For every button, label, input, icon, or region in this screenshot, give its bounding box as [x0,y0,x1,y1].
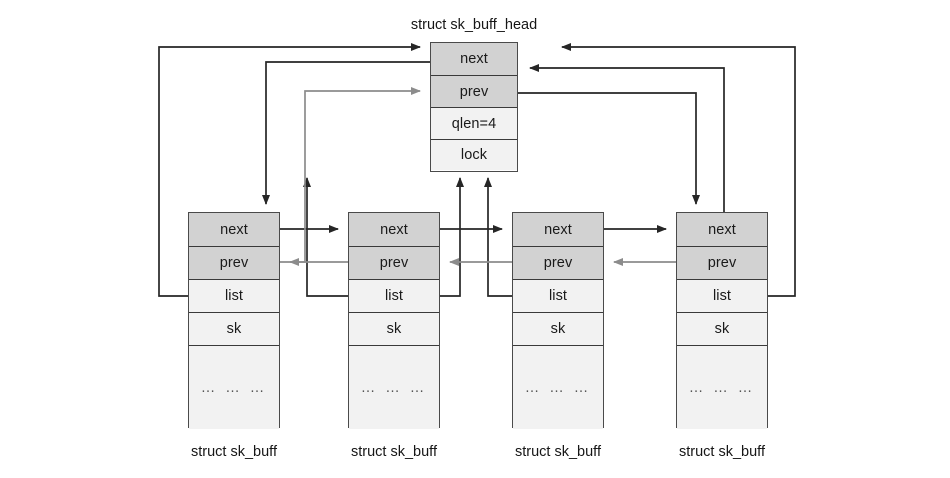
b3-field-sk[interactable]: sk [513,313,603,346]
b1-field-prev[interactable]: prev [189,247,279,280]
b4-field-next[interactable]: next [677,213,767,247]
wire-head-next-to-b1 [262,61,430,205]
b2-field-next[interactable]: next [349,213,439,247]
wire-head-prev-to-b4-next [518,92,700,205]
sk-buff-caption-1: struct sk_buff [191,444,277,460]
sk-buff-head-node: next prev qlen=4 lock [430,42,518,172]
sk-buff-caption-4: struct sk_buff [679,444,765,460]
wire-b4-next-up-to-head [529,64,725,212]
b2-field-prev[interactable]: prev [349,247,439,280]
head-field-qlen[interactable]: qlen=4 [431,108,517,140]
wire-b2-list-to-head-bottom [303,177,348,297]
head-field-prev[interactable]: prev [431,76,517,108]
sk-buff-node-3: next prev list sk … … … [512,212,604,429]
head-field-lock[interactable]: lock [431,140,517,170]
b1-field-sk[interactable]: sk [189,313,279,346]
wire-b1list-to-head-next [158,43,421,297]
b3-field-list[interactable]: list [513,280,603,313]
sk-buff-caption-3: struct sk_buff [515,444,601,460]
b2-field-ellipsis: … … … [349,346,439,429]
b4-field-prev[interactable]: prev [677,247,767,280]
sk-buff-node-4: next prev list sk … … … [676,212,768,429]
wire-b3-list-to-head-bottom [484,177,512,297]
head-field-next[interactable]: next [431,43,517,76]
sk-buff-node-1: next prev list sk … … … [188,212,280,429]
head-title: struct sk_buff_head [410,17,538,33]
b4-field-ellipsis: … … … [677,346,767,429]
sk-buff-caption-2: struct sk_buff [351,444,437,460]
b4-field-list[interactable]: list [677,280,767,313]
b2-field-list[interactable]: list [349,280,439,313]
b1-field-list[interactable]: list [189,280,279,313]
b3-field-ellipsis: … … … [513,346,603,429]
b1-field-ellipsis: … … … [189,346,279,429]
sk-buff-node-2: next prev list sk … … … [348,212,440,429]
b3-field-prev[interactable]: prev [513,247,603,280]
b2-field-sk[interactable]: sk [349,313,439,346]
b1-field-next[interactable]: next [189,213,279,247]
wire-b4-list-to-head-next [561,43,796,297]
b4-field-sk[interactable]: sk [677,313,767,346]
b3-field-next[interactable]: next [513,213,603,247]
